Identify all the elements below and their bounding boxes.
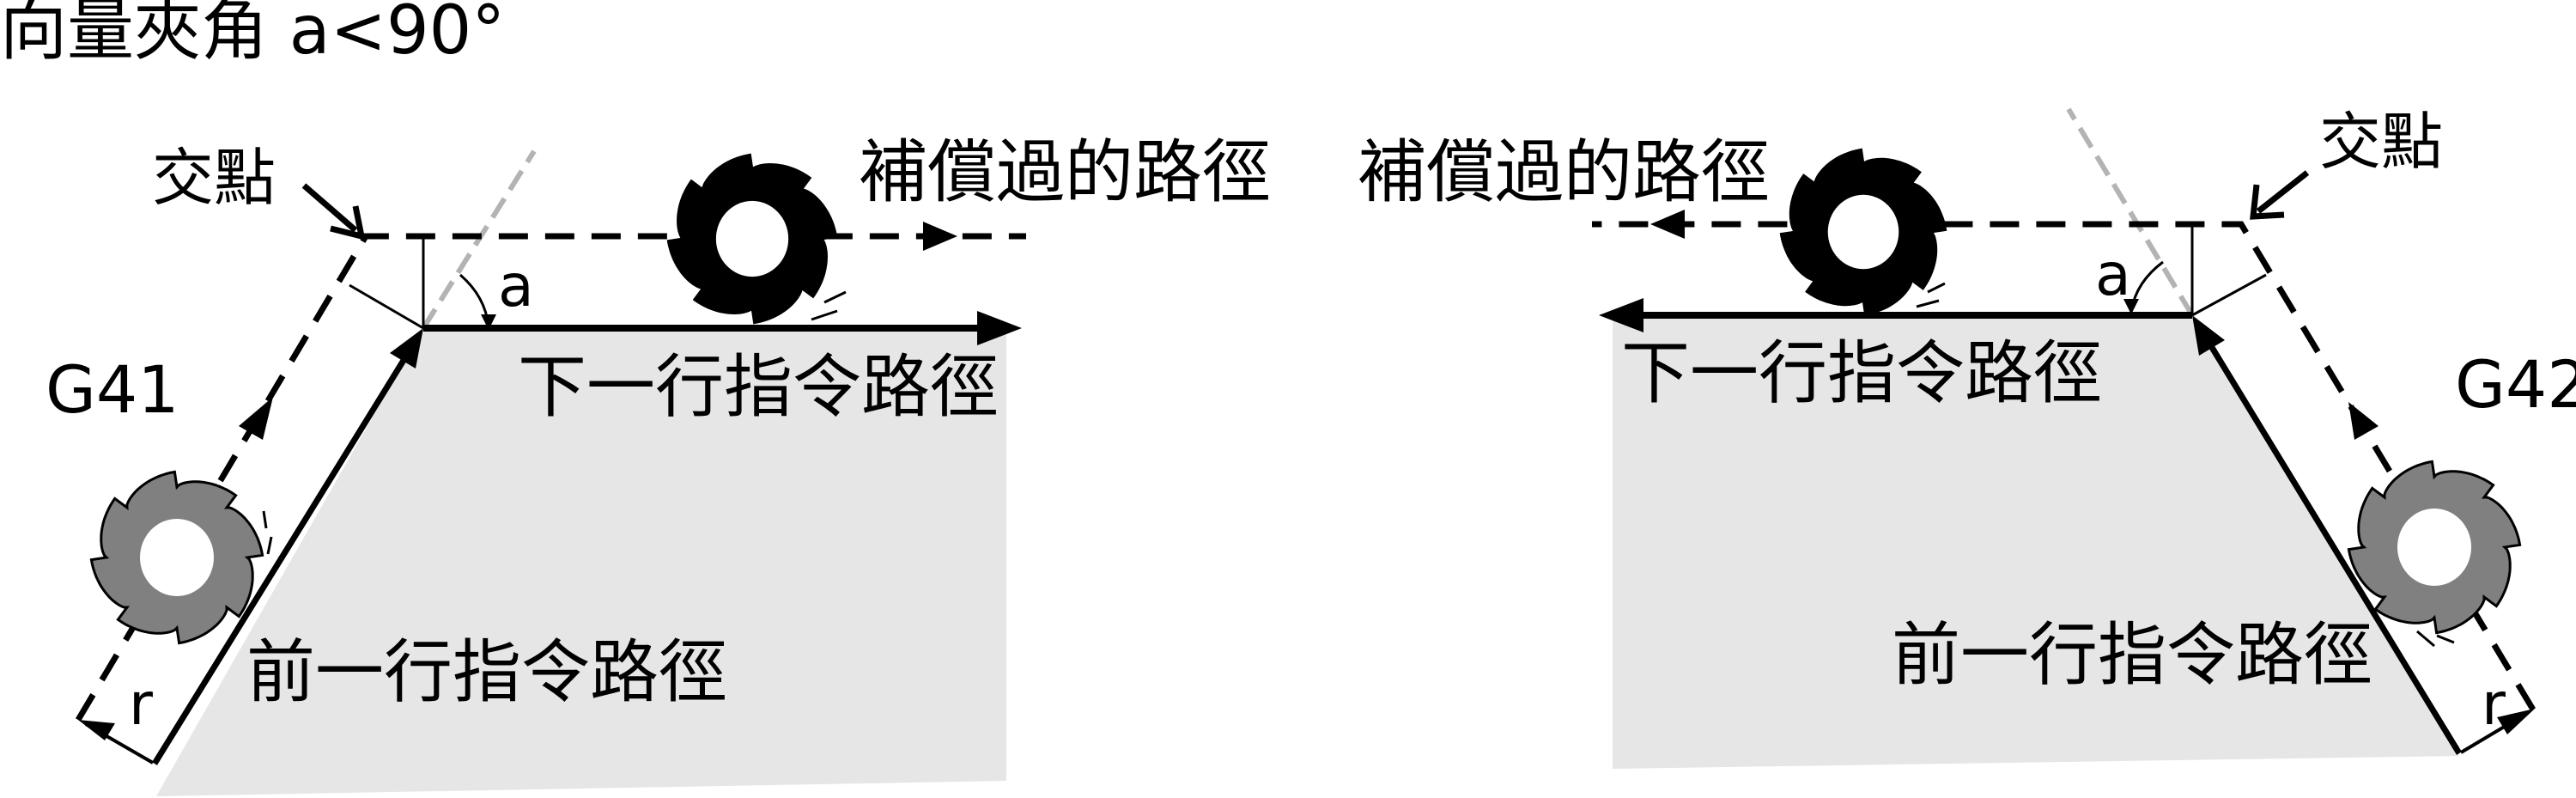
compensated-arrow-horiz-left <box>923 222 957 251</box>
prev-path-label-left: 前一行指令路徑 <box>246 632 727 712</box>
cutter-hole <box>715 200 789 277</box>
angle-label-left: a <box>498 253 534 320</box>
chip-mark-right-2 <box>2436 634 2455 644</box>
prev-path-arrow-left <box>390 328 423 369</box>
radius-label-right: r <box>2482 671 2506 739</box>
radius-label-left: r <box>129 671 153 739</box>
intersection-pointer-head-right <box>2250 184 2285 220</box>
prev-path-line-left <box>152 342 416 765</box>
cutter-previous-left <box>89 470 264 645</box>
right-panel-g42: a r 交點 補償過的路徑 下一行指令路徑 G42 前一行指令路徑 <box>1358 106 2576 769</box>
intersection-pointer-head-left <box>330 205 366 241</box>
cutter-current-left <box>666 153 838 325</box>
chip-mark-right-4 <box>1927 282 1946 294</box>
mode-label-g42: G42 <box>2455 346 2576 423</box>
next-path-label-left: 下一行指令路徑 <box>518 347 999 427</box>
next-path-arrow-right <box>1599 298 1643 332</box>
cutter-hole <box>1827 194 1899 270</box>
workpiece-right <box>1613 318 2459 769</box>
extension-line-left <box>421 149 537 330</box>
angle-label-right: a <box>2095 241 2131 309</box>
intersection-label-left: 交點 <box>152 142 276 214</box>
compensated-arrow-diag-right <box>2348 402 2379 440</box>
next-path-arrow-left <box>977 311 1022 345</box>
radius-arrow-right <box>2497 709 2535 734</box>
cutter-hole <box>2397 509 2471 586</box>
chip-mark-right-3 <box>1916 299 1940 308</box>
compensated-path-label-right: 補償過的路徑 <box>1358 132 1770 212</box>
chip-mark-left-3 <box>811 309 838 321</box>
cutter-hole <box>140 519 214 596</box>
angle-arrow-right <box>2123 299 2139 314</box>
diagram-title: 向量夾角 a<90° <box>0 0 505 70</box>
compensated-arrow-horiz-right <box>1650 210 1685 239</box>
prev-path-line-right <box>2201 332 2462 755</box>
chip-mark-right-1 <box>2416 630 2435 648</box>
mode-label-g41: G41 <box>46 351 179 428</box>
intersection-pointer-right <box>2256 170 2310 214</box>
cutter-current-right <box>1779 148 1947 316</box>
intersection-pointer-left <box>301 183 358 233</box>
prev-path-label-right: 前一行指令路徑 <box>1892 615 2372 695</box>
chip-mark-left-4 <box>823 290 847 304</box>
normal-line-right <box>2191 273 2267 317</box>
next-path-label-right: 下一行指令路徑 <box>1621 333 2102 413</box>
intersection-label-right: 交點 <box>2319 106 2443 178</box>
chip-mark-left-2 <box>266 536 273 555</box>
compensated-path-label-left: 補償過的路徑 <box>859 132 1271 212</box>
radius-arrow-left <box>78 720 115 740</box>
cutter-previous-right <box>2347 460 2522 635</box>
compensated-arrow-diag-left <box>239 397 273 440</box>
left-panel-g41: a r 交點 補償過的路徑 下一行指令路徑 G41 前一行指令路徑 <box>46 132 1271 796</box>
chip-mark-left-1 <box>262 510 268 529</box>
extension-line-right <box>2066 107 2195 317</box>
prev-path-arrow-right <box>2192 315 2225 356</box>
normal-line-left <box>349 283 424 330</box>
angle-arrow-left <box>481 314 496 330</box>
workpiece-left <box>156 328 1006 796</box>
